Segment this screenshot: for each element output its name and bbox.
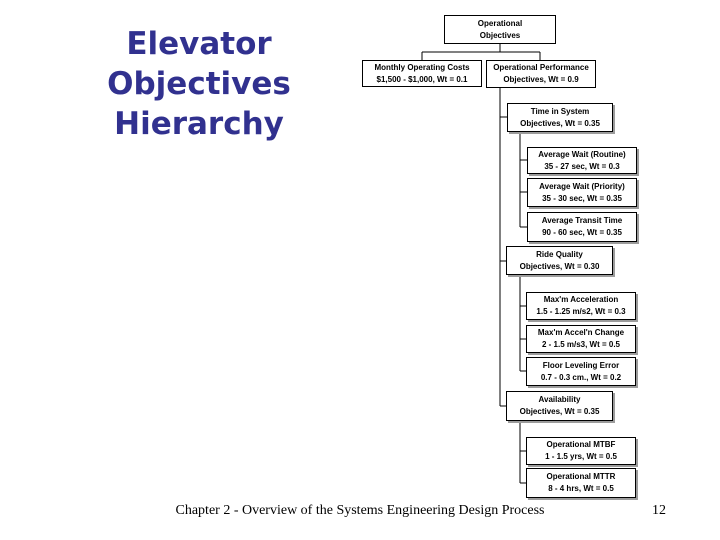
node-average-wait-routine: Average Wait (Routine) 35 - 27 sec, Wt =…: [527, 147, 637, 174]
node-operational-objectives-line1: Operational: [477, 18, 523, 28]
node-operational-mtbf: Operational MTBF 1 - 1.5 yrs, Wt = 0.5: [526, 437, 636, 465]
footer-text: Chapter 2 - Overview of the Systems Engi…: [175, 503, 545, 518]
node-operational-objectives: Operational Objectives: [444, 15, 556, 44]
node-operational-performance-line2: Objectives, Wt = 0.9: [503, 75, 579, 84]
node-monthly-operating-costs: Monthly Operating Costs $1,500 - $1,000,…: [362, 60, 482, 87]
node-operational-mttr: Operational MTTR 8 - 4 hrs, Wt = 0.5: [526, 468, 636, 498]
node-max-acceleration-line1: Max'm Acceleration: [543, 295, 619, 304]
slide-title: Elevator Objectives Hierarchy: [94, 24, 304, 144]
node-ride-quality: Ride Quality Objectives, Wt = 0.30: [506, 246, 613, 275]
page-number: 12: [652, 503, 666, 518]
node-average-wait-routine-line1: Average Wait (Routine): [538, 149, 626, 159]
node-average-wait-priority: Average Wait (Priority) 35 - 30 sec, Wt …: [527, 178, 637, 207]
node-ride-quality-line1: Ride Quality: [536, 249, 583, 259]
node-max-accel-change-line1: Max'm Accel'n Change: [537, 328, 625, 337]
node-time-in-system: Time in System Objectives, Wt = 0.35: [507, 103, 613, 132]
node-time-in-system-line2: Objectives, Wt = 0.35: [520, 118, 600, 128]
connector-lines: [421, 44, 541, 484]
node-monthly-operating-costs-line2: $1,500 - $1,000, Wt = 0.1: [376, 74, 468, 84]
node-floor-leveling-error: Floor Leveling Error 0.7 - 0.3 cm., Wt =…: [526, 357, 636, 386]
node-availability-line1: Availability: [538, 395, 581, 404]
node-operational-mtbf-line1: Operational MTBF: [546, 440, 616, 449]
node-average-transit-time-line2: 90 - 60 sec, Wt = 0.35: [542, 228, 622, 237]
node-availability: Availability Objectives, Wt = 0.35: [506, 391, 613, 421]
node-availability-line2: Objectives, Wt = 0.35: [519, 407, 600, 416]
node-max-acceleration: Max'm Acceleration 1.5 - 1.25 m/s2, Wt =…: [526, 292, 636, 320]
node-operational-performance: Operational Performance Objectives, Wt =…: [486, 60, 596, 88]
node-max-acceleration-line2: 1.5 - 1.25 m/s2, Wt = 0.3: [536, 307, 626, 316]
node-operational-mtbf-line2: 1 - 1.5 yrs, Wt = 0.5: [545, 452, 617, 461]
node-floor-leveling-error-line1: Floor Leveling Error: [542, 360, 620, 370]
slide-title-line-3: Hierarchy: [114, 106, 284, 142]
node-operational-objectives-line2: Objectives: [479, 30, 521, 40]
node-max-accel-change-line2: 2 - 1.5 m/s3, Wt = 0.5: [541, 340, 621, 349]
node-operational-mttr-line2: 8 - 4 hrs, Wt = 0.5: [548, 484, 614, 493]
node-operational-mttr-line1: Operational MTTR: [546, 472, 616, 481]
node-average-wait-priority-line2: 35 - 30 sec, Wt = 0.35: [542, 193, 622, 203]
node-floor-leveling-error-line2: 0.7 - 0.3 cm., Wt = 0.2: [540, 372, 622, 382]
node-average-wait-routine-line2: 35 - 27 sec, Wt = 0.3: [544, 161, 620, 171]
node-average-wait-priority-line1: Average Wait (Priority): [539, 181, 625, 191]
slide-title-line-2: Objectives: [107, 66, 291, 102]
slide-title-line-1: Elevator: [126, 26, 272, 62]
node-operational-performance-line1: Operational Performance: [493, 63, 589, 72]
node-max-accel-change: Max'm Accel'n Change 2 - 1.5 m/s3, Wt = …: [526, 325, 636, 353]
node-average-transit-time-line1: Average Transit Time: [541, 216, 623, 225]
node-monthly-operating-costs-line1: Monthly Operating Costs: [374, 62, 470, 72]
node-average-transit-time: Average Transit Time 90 - 60 sec, Wt = 0…: [527, 212, 637, 242]
node-ride-quality-line2: Objectives, Wt = 0.30: [519, 261, 600, 271]
node-time-in-system-line1: Time in System: [530, 106, 590, 116]
